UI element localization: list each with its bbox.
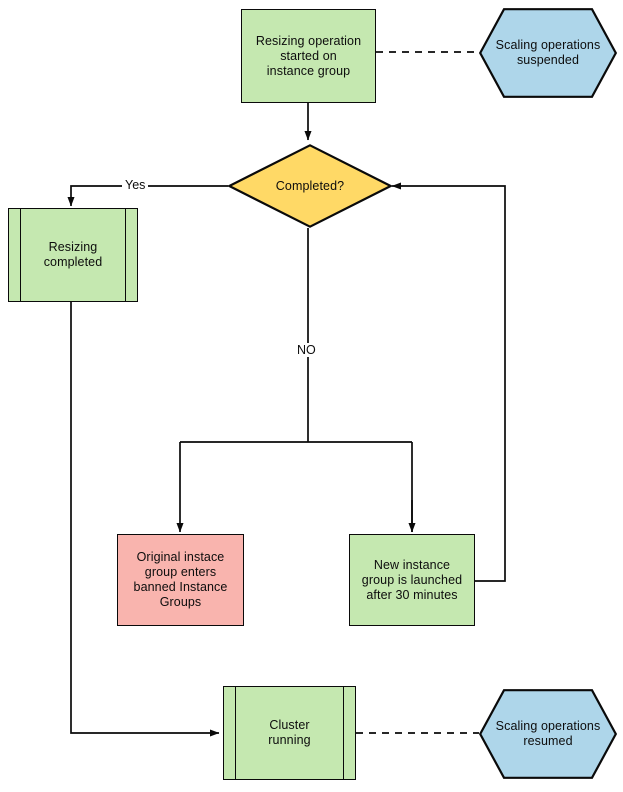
edge-label-yes: Yes [122, 178, 149, 192]
hexagon-shape [478, 689, 618, 779]
node-scaling-resumed[interactable]: Scaling operations resumed [478, 689, 618, 779]
process-bar-left [20, 209, 21, 301]
node-new-group-launched[interactable]: New instance group is launched after 30 … [349, 534, 475, 626]
process-bar-left [235, 687, 236, 779]
edge-resizing-completed-to-cluster-running [70, 302, 220, 737]
node-scaling-suspended-label: Scaling operations suspended [495, 38, 601, 67]
edge-new-group-back-to-decision [391, 182, 506, 582]
node-original-group-banned-label: Original instace group enters banned Ins… [133, 550, 228, 609]
edge-label-no: NO [294, 343, 319, 357]
diamond-shape [226, 144, 394, 228]
node-scaling-suspended[interactable]: Scaling operations suspended [478, 8, 618, 98]
node-resizing-started[interactable]: Resizing operation started on instance g… [241, 9, 376, 103]
node-completed-decision-label: Completed? [275, 178, 345, 193]
node-resizing-completed-label: Resizing completed [43, 240, 103, 269]
hexagon-shape [478, 8, 618, 98]
node-cluster-running-label: Cluster running [268, 718, 311, 747]
node-cluster-running[interactable]: Cluster running [223, 686, 356, 780]
edge-decision-yes-to-resizing-completed [67, 185, 228, 207]
process-bar-right [125, 209, 126, 301]
node-original-group-banned[interactable]: Original instace group enters banned Ins… [117, 534, 244, 626]
process-bar-right [343, 687, 344, 779]
node-completed-decision[interactable]: Completed? [226, 144, 394, 228]
node-resizing-completed[interactable]: Resizing completed [8, 208, 138, 302]
node-new-group-launched-label: New instance group is launched after 30 … [361, 557, 463, 602]
node-scaling-resumed-label: Scaling operations resumed [495, 719, 601, 748]
node-resizing-started-label: Resizing operation started on instance g… [255, 33, 362, 78]
